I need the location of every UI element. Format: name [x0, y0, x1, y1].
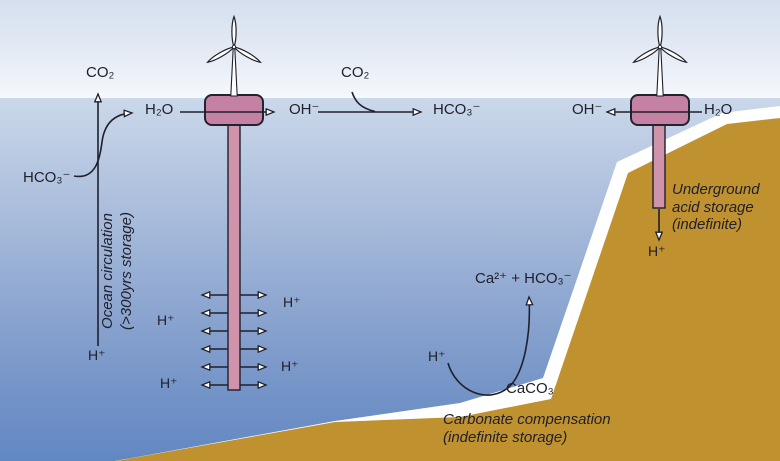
- underground-caption: Underground acid storage (indefinite): [672, 181, 760, 234]
- oh-label-right: OH⁻: [572, 101, 603, 118]
- ocean-circulation-line2: (>300yrs storage): [118, 212, 135, 330]
- onshore-wind-turbine-icon: [630, 14, 690, 209]
- offshore-wind-turbine-icon: [204, 14, 264, 391]
- hplus-plume-label: H⁺: [157, 312, 175, 328]
- turbine-hub: [657, 44, 663, 50]
- h2o-label-right: H₂O: [704, 101, 733, 118]
- oh-label-center: OH⁻: [289, 101, 320, 118]
- h2o-label-left: H₂O: [145, 101, 174, 118]
- underground-caption-line2: acid storage: [672, 198, 754, 216]
- hplus-plume-label: H⁺: [160, 375, 178, 391]
- caco3-label: CaCO₃: [506, 380, 554, 397]
- hplus-plume-label: H⁺: [281, 358, 299, 374]
- turbine-blade: [232, 46, 262, 64]
- co2-label-left: CO₂: [86, 64, 115, 81]
- carbonate-caption: Carbonate compensation (indefinite stora…: [443, 411, 611, 446]
- turbine-blade: [658, 46, 688, 64]
- sky: [0, 0, 780, 98]
- acid-plume-arrows: [202, 295, 266, 385]
- co2-uptake-curve: [351, 91, 376, 113]
- carbonate-caption-line2: (indefinite storage): [443, 428, 568, 446]
- electrolyzer-platform: [630, 94, 690, 126]
- seafloor: [116, 118, 780, 461]
- hplus-plume-label: H⁺: [283, 294, 301, 310]
- carbonate-dissolution-arrow: [447, 297, 529, 396]
- turbine-blade: [231, 14, 237, 49]
- turbine-blade: [632, 46, 662, 64]
- hplus-label-right: H⁺: [648, 243, 666, 259]
- turbine-blade: [206, 46, 236, 64]
- turbine-blade: [657, 14, 663, 49]
- hplus-label-carbonate: H⁺: [428, 348, 446, 364]
- acid-injection-pipe: [652, 122, 666, 209]
- acid-discharge-pipe: [227, 122, 241, 391]
- hplus-label-deep: H⁺: [88, 347, 106, 363]
- turbine-hub: [231, 44, 237, 50]
- hco3-label-left: HCO₃⁻: [23, 169, 71, 186]
- ocean-circulation-line1: Ocean circulation: [99, 213, 117, 329]
- carbonate-products-label: Ca²⁺ + HCO₃⁻: [475, 270, 572, 287]
- carbonate-caption-line1: Carbonate compensation: [443, 411, 611, 428]
- ocean-circulation-label: Ocean circulation (>300yrs storage): [97, 201, 139, 341]
- underground-caption-line1: Underground: [672, 181, 760, 198]
- underground-caption-line3: (indefinite): [672, 216, 743, 234]
- turbine-mast: [656, 47, 664, 97]
- hco3-to-h2o-arrow: [73, 113, 132, 178]
- electrolyzer-platform: [204, 94, 264, 126]
- hco3-label-center: HCO₃⁻: [433, 101, 481, 118]
- turbine-mast: [230, 47, 238, 97]
- co2-label-center: CO₂: [341, 64, 370, 81]
